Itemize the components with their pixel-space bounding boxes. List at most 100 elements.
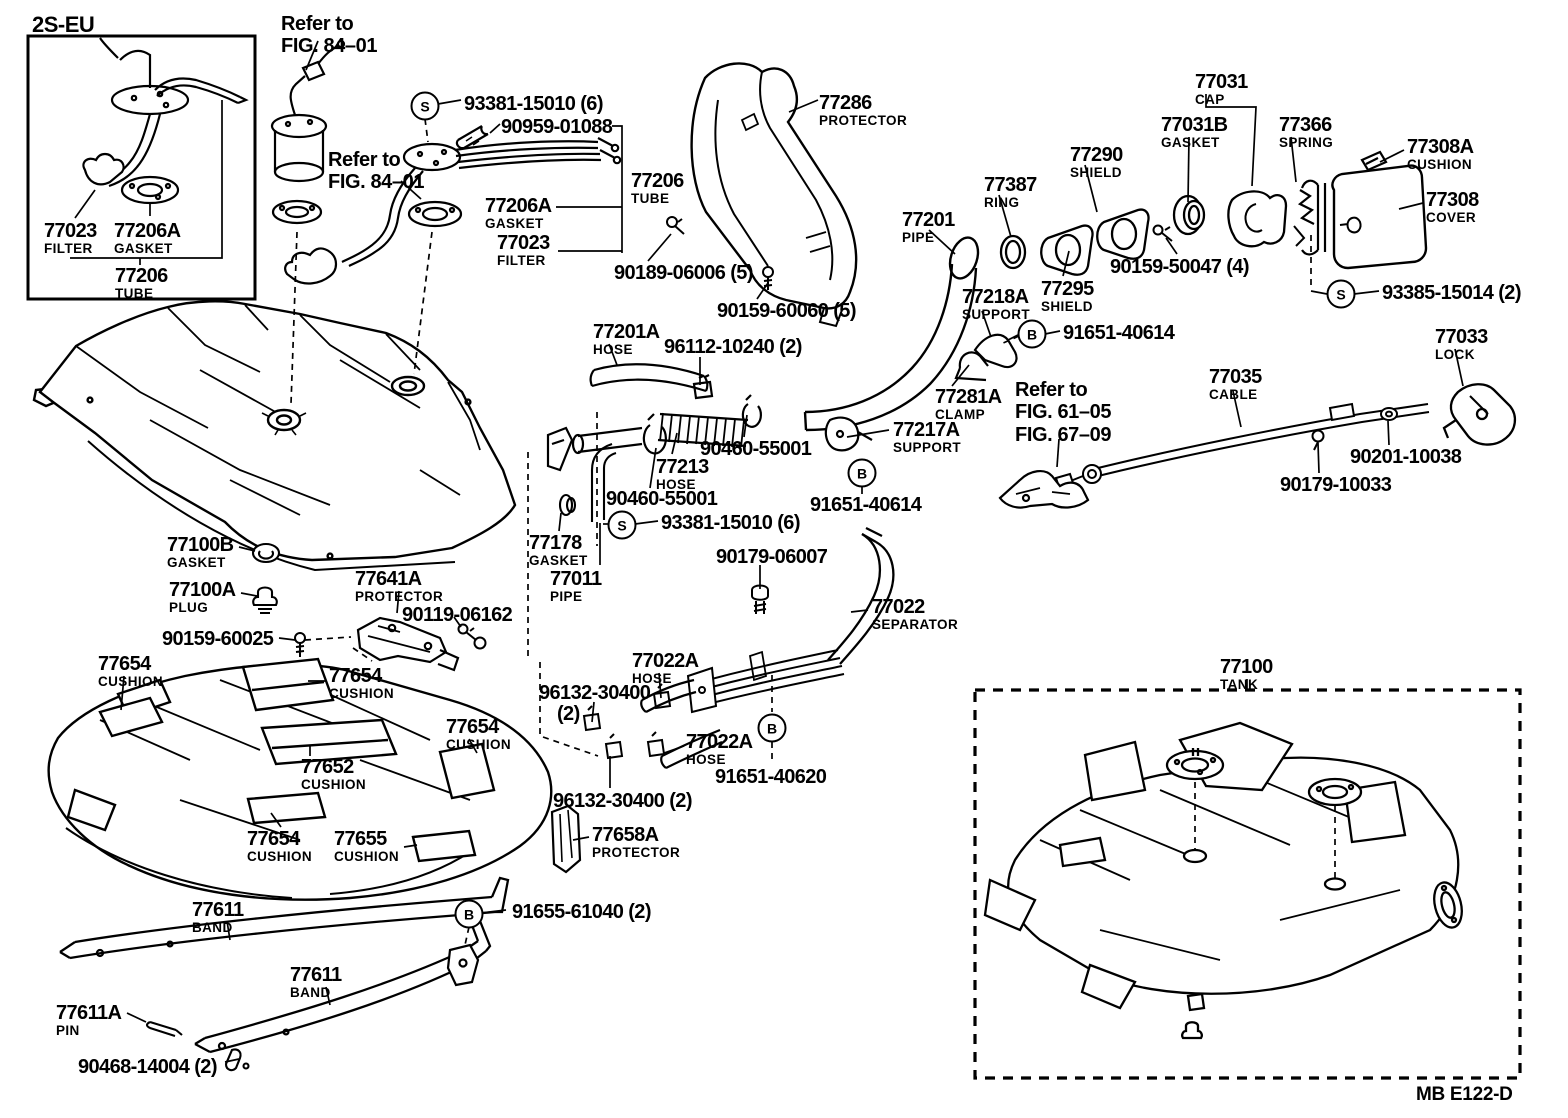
fastener-marker-s: S bbox=[410, 91, 440, 121]
part-number: 77033 bbox=[1435, 326, 1488, 348]
callout-91651-40614: 91651-40614 bbox=[810, 495, 922, 515]
part-name: GASKET bbox=[167, 555, 226, 570]
part-number: 90468-14004 (2) bbox=[78, 1056, 218, 1078]
part-name: CUSHION bbox=[301, 777, 367, 792]
part-number: 77100 bbox=[1220, 656, 1273, 678]
part-number: 77654 bbox=[98, 653, 151, 675]
part-number: 77641A bbox=[355, 568, 422, 590]
part-name: HOSE bbox=[632, 671, 672, 686]
part-name: SUPPORT bbox=[962, 307, 1031, 322]
callout-90179-06007: 90179-06007 bbox=[716, 547, 828, 567]
part-number: 96112-10240 (2) bbox=[664, 336, 802, 358]
part-name: CLAMP bbox=[935, 407, 985, 422]
part-name: SUPPORT bbox=[893, 440, 962, 455]
part-number: 96132-30400 bbox=[539, 682, 651, 704]
part-name: CUSHION bbox=[334, 849, 400, 864]
part-number: 96132-30400 (2) bbox=[553, 790, 693, 812]
part-name: FILTER bbox=[497, 253, 546, 268]
part-name: CAP bbox=[1195, 92, 1225, 107]
part-name: GASKET bbox=[1161, 135, 1220, 150]
part-number: 90159-50047 (4) bbox=[1110, 256, 1250, 278]
part-number: 77366 bbox=[1279, 114, 1332, 136]
shield-77290 bbox=[1096, 208, 1150, 260]
bolt-90189-06006 bbox=[666, 216, 685, 235]
fastener-marker-b: B bbox=[1017, 319, 1047, 349]
part-name: TUBE bbox=[631, 191, 670, 206]
callout-93381-15010-6: 93381-15010 (6) bbox=[661, 512, 801, 534]
part-name: GASKET bbox=[485, 216, 544, 231]
part-name: GASKET bbox=[529, 553, 588, 568]
part-number: 77654 bbox=[329, 665, 382, 687]
part-number: 77387 bbox=[984, 174, 1037, 196]
hose-77022a-upper bbox=[640, 678, 697, 713]
band-77611-upper bbox=[59, 876, 510, 960]
part-number: 90189-06006 (5) bbox=[614, 262, 754, 284]
spring-77366-and-hinge bbox=[1293, 179, 1327, 256]
part-number: 77611A bbox=[56, 1002, 122, 1024]
part-number: 90119-06162 bbox=[402, 604, 513, 626]
part-name: HOSE bbox=[593, 342, 633, 357]
clamp-96112 bbox=[692, 374, 714, 400]
part-number: 77611 bbox=[192, 899, 244, 921]
fuel-tank-77100-assembly bbox=[983, 721, 1463, 1040]
part-number: 91651-40620 bbox=[715, 766, 827, 788]
variant-label: 2S-EU bbox=[32, 12, 95, 37]
part-number: 77022 bbox=[872, 596, 925, 618]
part-number: 77206A bbox=[485, 195, 552, 217]
callout-91651-40614: 91651-40614 bbox=[1063, 323, 1175, 343]
clip-90179-10033 bbox=[1311, 429, 1325, 451]
part-name: PLUG bbox=[169, 600, 209, 615]
protector-77658a bbox=[550, 804, 582, 874]
part-number: 91655-61040 (2) bbox=[512, 901, 652, 923]
part-name: PIPE bbox=[550, 589, 583, 604]
shield-77295 bbox=[1040, 224, 1094, 276]
part-name: PROTECTOR bbox=[592, 845, 681, 860]
part-number: 90159-60025 bbox=[162, 628, 274, 650]
part-name: CUSHION bbox=[446, 737, 512, 752]
part-name: CUSHION bbox=[98, 674, 164, 689]
support-77217a bbox=[824, 416, 873, 452]
part-number: 77022A bbox=[632, 650, 699, 672]
part-number: 77023 bbox=[44, 220, 97, 242]
callout-90179-10033: 90179-10033 bbox=[1280, 475, 1392, 495]
fastener-marker-s: S bbox=[1326, 279, 1356, 309]
part-name: GASKET bbox=[114, 241, 173, 256]
part-number: 77023 bbox=[497, 232, 550, 254]
pipe-77011 bbox=[590, 443, 617, 522]
corrugated-hose-77213 bbox=[546, 374, 762, 472]
part-name: SHIELD bbox=[1070, 165, 1122, 180]
part-number: 93381-15010 (6) bbox=[464, 93, 604, 115]
part-number: 77654 bbox=[446, 716, 499, 738]
part-number: 93381-15010 (6) bbox=[661, 512, 801, 534]
sender-gauge-assembly bbox=[284, 125, 622, 285]
gasket-77178 bbox=[558, 493, 577, 517]
bolt-90959 bbox=[455, 125, 489, 150]
part-name: BAND bbox=[290, 985, 331, 1000]
fuel-pump-assembly bbox=[270, 39, 346, 225]
part-name: SHIELD bbox=[1041, 299, 1093, 314]
part-number: 77658A bbox=[592, 824, 659, 846]
part-name: COVER bbox=[1426, 210, 1477, 225]
